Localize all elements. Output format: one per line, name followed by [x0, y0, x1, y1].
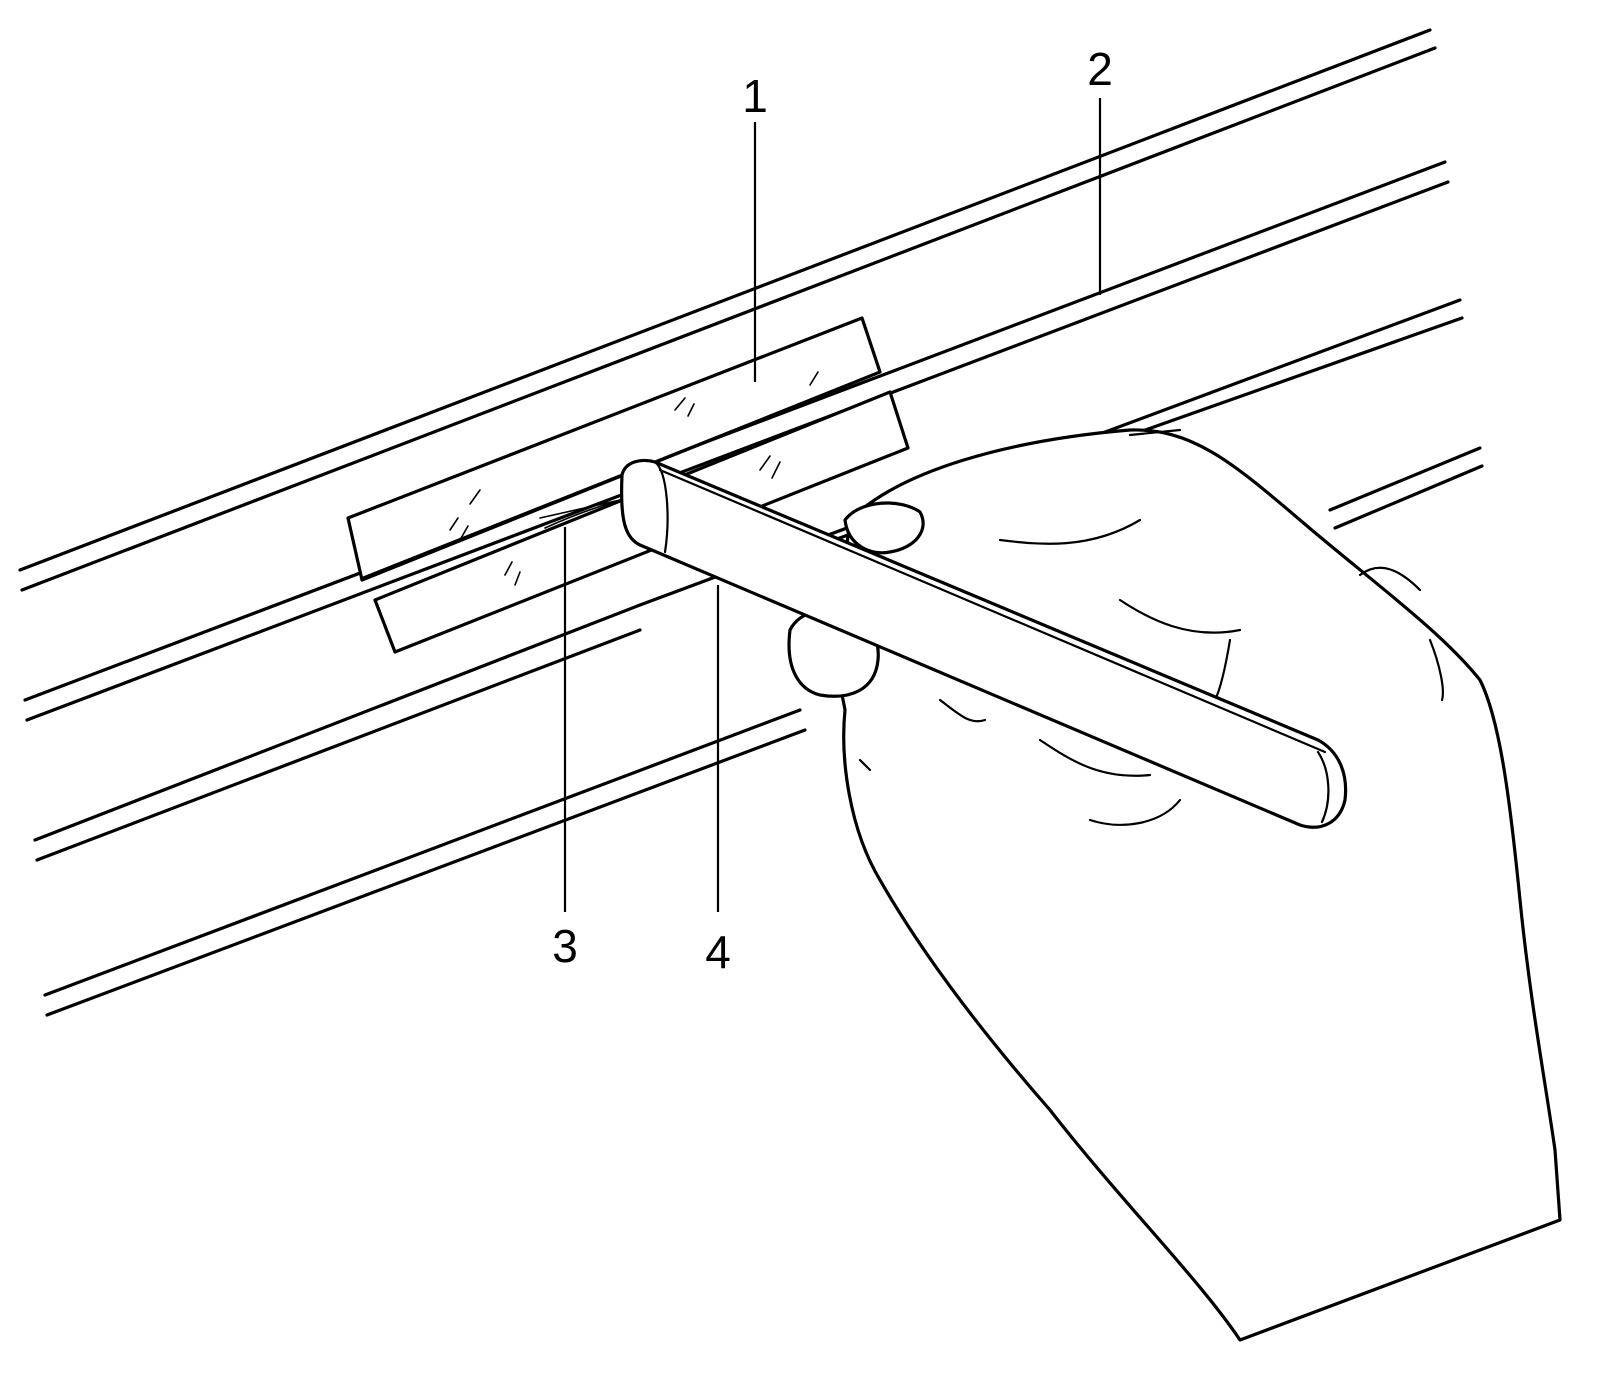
- rail-4: [43, 446, 1484, 1017]
- tape-edge-3: [544, 499, 621, 529]
- callout-3: 3: [552, 920, 578, 972]
- tape-hatching: [449, 371, 819, 586]
- callout-1: 1: [742, 70, 768, 122]
- rail-1: [18, 28, 1437, 592]
- callout-2: 2: [1087, 43, 1113, 95]
- callout-4: 4: [705, 926, 731, 978]
- leader-lines: [563, 98, 1102, 912]
- rubbing-tool: [619, 458, 1348, 829]
